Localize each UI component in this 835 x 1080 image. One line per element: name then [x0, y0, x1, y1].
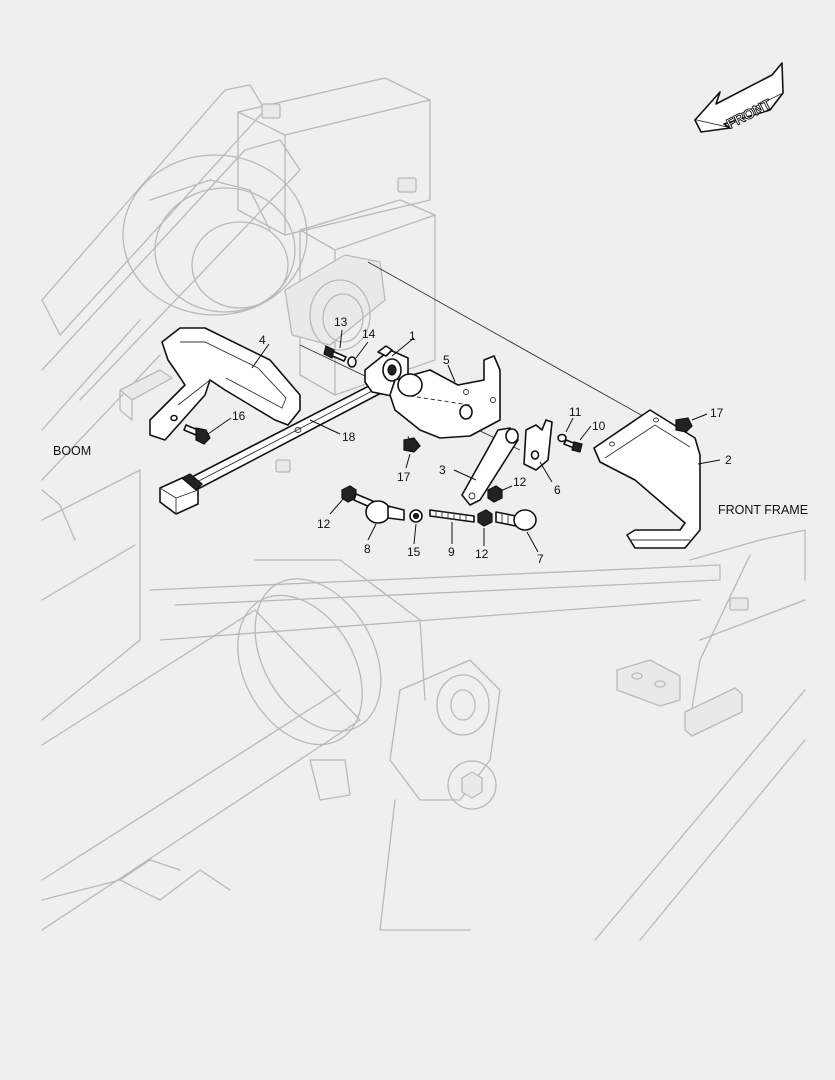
front-direction-arrow — [694, 62, 784, 133]
callout-12-left: 12 — [317, 517, 331, 531]
part-12-nut-lower — [477, 509, 493, 527]
callout-1: 1 — [409, 329, 416, 343]
callout-11: 11 — [569, 405, 582, 419]
callout-numbers: 1 2 3 4 5 6 7 8 9 10 11 12 12 12 13 14 1… — [232, 315, 732, 566]
callout-5: 5 — [443, 353, 450, 367]
callout-15: 15 — [407, 545, 421, 559]
part-11-washer — [557, 433, 567, 443]
callout-4: 4 — [259, 333, 266, 347]
part-12-nut-mid — [487, 485, 503, 503]
callout-18: 18 — [342, 430, 356, 444]
part-17-bolt-upper — [675, 417, 693, 433]
callout-12-lower: 12 — [475, 547, 489, 561]
part-3-link-arm — [461, 427, 519, 506]
callout-3: 3 — [439, 463, 446, 477]
callout-9: 9 — [448, 545, 455, 559]
machine-background — [41, 77, 806, 941]
callout-13: 13 — [334, 315, 348, 329]
part-8-ball-joint — [353, 493, 405, 524]
part-7-ball-joint — [495, 509, 537, 531]
part-5-mounting-bracket — [389, 355, 501, 439]
boom-label: BOOM — [53, 444, 91, 458]
part-15-collar — [409, 509, 423, 523]
part-17-bolt-lower — [403, 435, 421, 453]
part-4-guard-frame — [149, 327, 301, 441]
part-2-frame-bracket — [593, 409, 701, 549]
callout-6: 6 — [554, 483, 561, 497]
part-10-bolt — [563, 439, 583, 453]
callout-17-upper: 17 — [710, 406, 724, 420]
callout-10: 10 — [592, 419, 606, 433]
callout-17-lower: 17 — [397, 470, 411, 484]
callout-12-mid: 12 — [513, 475, 527, 489]
part-13-bolt — [323, 345, 347, 362]
callout-7: 7 — [537, 552, 544, 566]
callout-8: 8 — [364, 542, 371, 556]
alignment-line-upper — [367, 261, 651, 421]
part-9-threaded-rod — [429, 509, 475, 523]
part-14-washer — [347, 356, 357, 368]
part-16-bolt — [170, 414, 211, 445]
part-6-small-bracket — [523, 419, 553, 471]
front-frame-label: FRONT FRAME — [718, 503, 808, 517]
leader-lines — [207, 329, 721, 553]
callout-16: 16 — [232, 409, 246, 423]
callout-14: 14 — [362, 327, 376, 341]
callout-2: 2 — [725, 453, 732, 467]
